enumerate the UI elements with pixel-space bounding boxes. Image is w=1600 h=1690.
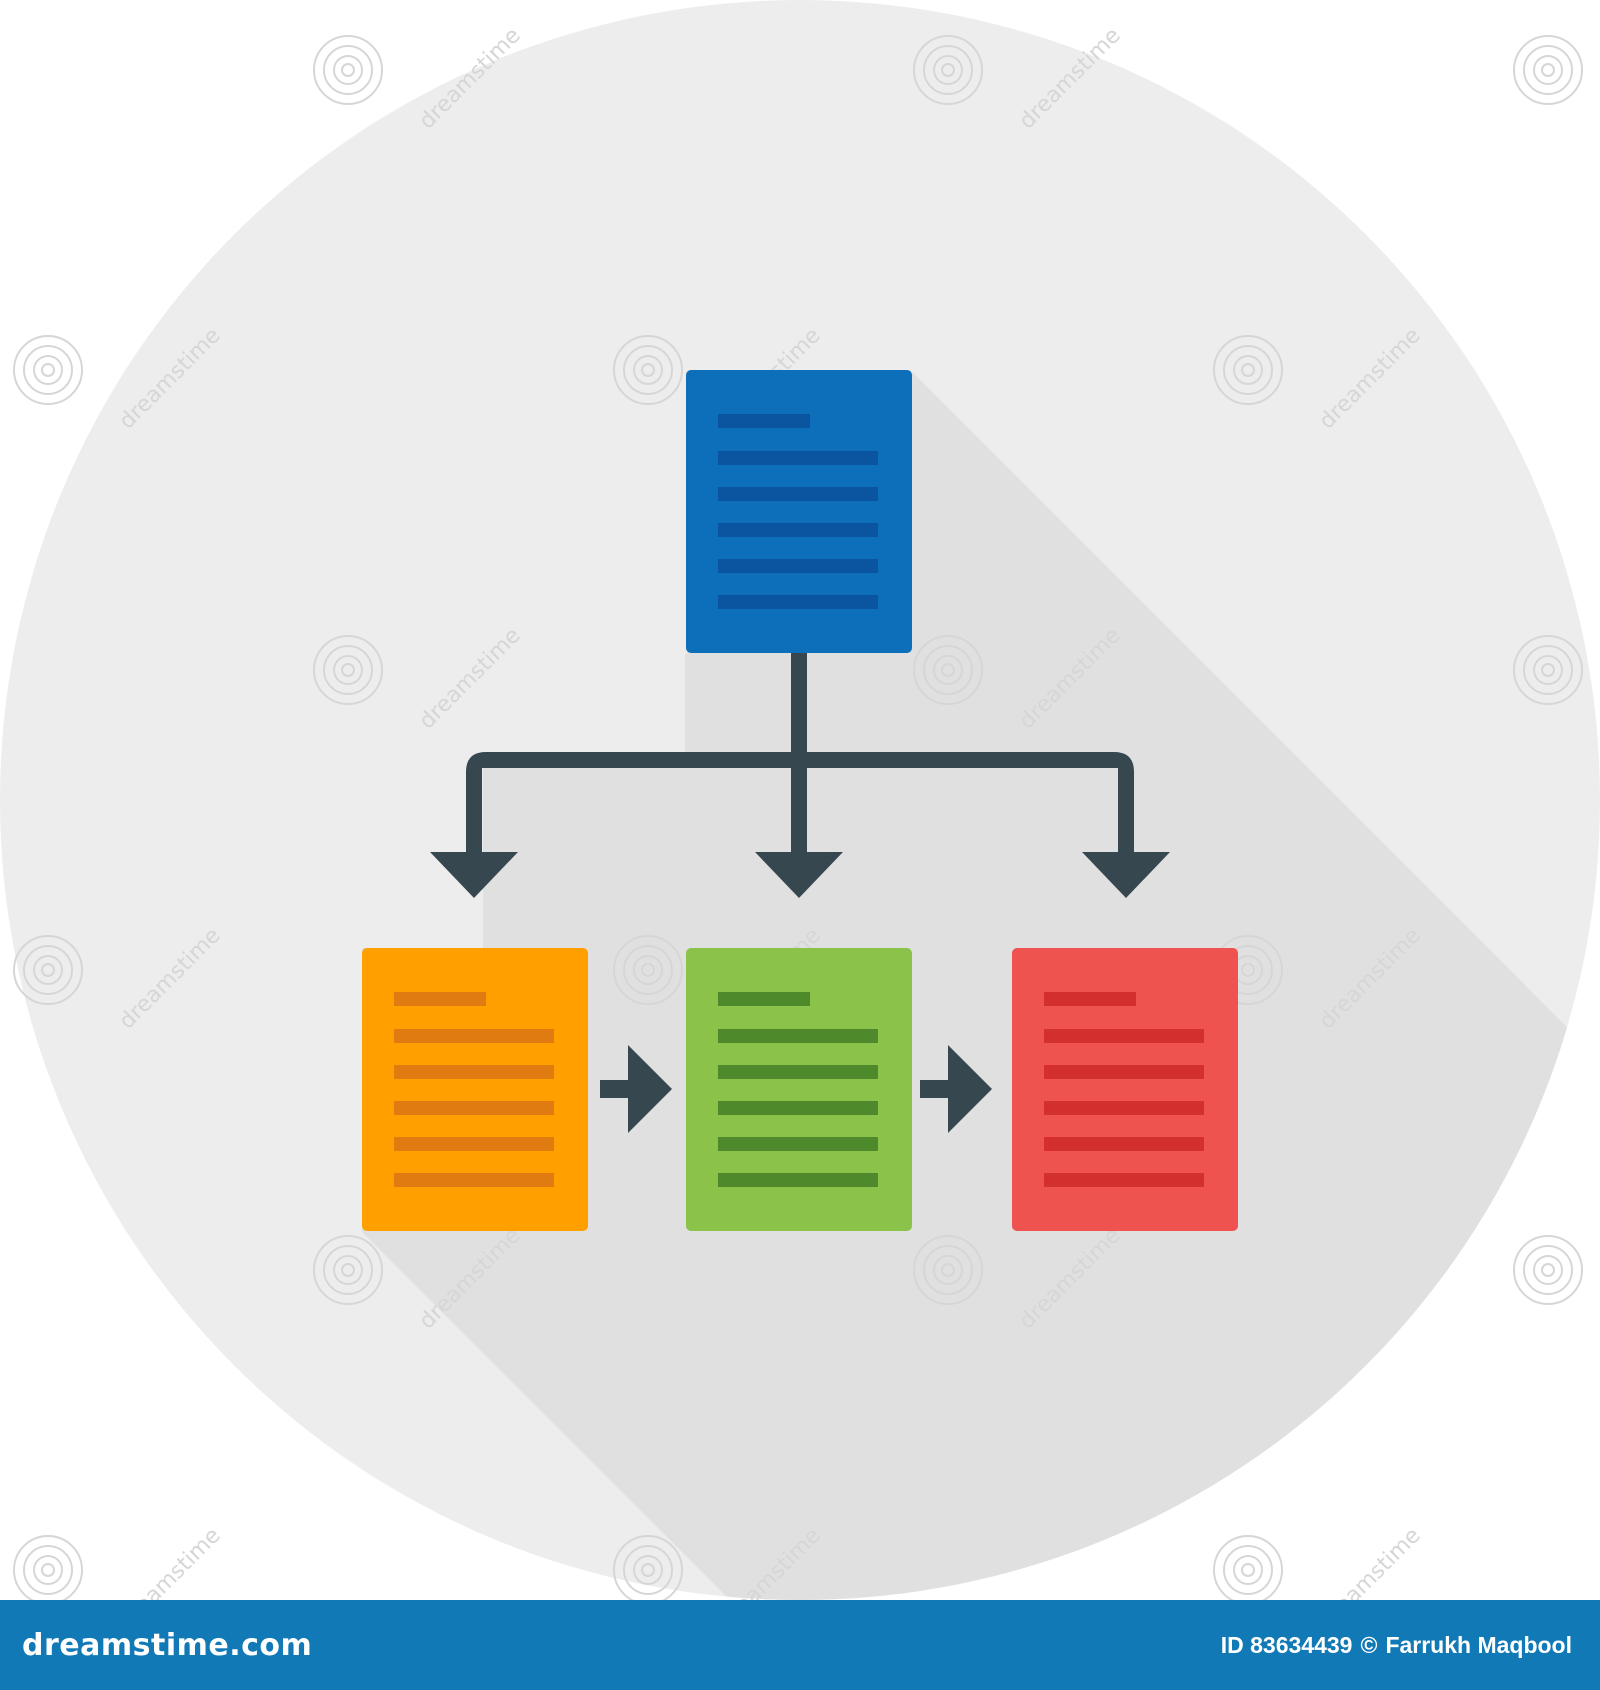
text-line [1044, 1029, 1204, 1043]
sequence-arrow-orange-to-green [600, 1045, 672, 1133]
green-document [686, 948, 912, 1231]
document-page [1012, 948, 1238, 1231]
middle-drop-line [791, 760, 807, 878]
red-document [1012, 948, 1238, 1231]
orange-document [362, 948, 588, 1231]
spiral-icon [13, 1535, 83, 1600]
text-line [718, 1029, 878, 1043]
image-credit: ID 83634439 © Farrukh Maqbool [1221, 1632, 1572, 1659]
text-line [1044, 1065, 1204, 1079]
spiral-icon [913, 35, 983, 105]
arrow-head-right [1082, 852, 1170, 898]
text-line [394, 1173, 554, 1187]
text-line [1044, 1173, 1204, 1187]
author-name: Farrukh Maqbool [1385, 1631, 1572, 1658]
spiral-icon [1513, 1235, 1583, 1305]
watermark-text: dreamstime [115, 1523, 226, 1600]
copyright-symbol: © [1360, 1631, 1378, 1658]
text-line [718, 1101, 878, 1115]
text-line [718, 523, 878, 537]
site-logo: dreamstime.com [22, 1627, 313, 1663]
spiral-icon [613, 935, 683, 1005]
text-line [718, 1065, 878, 1079]
spiral-icon [1513, 635, 1583, 705]
spiral-icon [13, 935, 83, 1005]
documents [362, 370, 1238, 1231]
long-shadow [362, 370, 1600, 1600]
text-line [1044, 1101, 1204, 1115]
text-line [718, 487, 878, 501]
spiral-icon [1213, 1535, 1283, 1600]
text-line [718, 414, 810, 428]
text-line [718, 451, 878, 465]
document-page [686, 948, 912, 1231]
text-line [718, 595, 878, 609]
document-page [362, 948, 588, 1231]
watermark-text: dreamstime [1315, 1523, 1426, 1600]
arrow-head-middle [755, 852, 843, 898]
text-line [718, 1137, 878, 1151]
spiral-icon [1513, 35, 1583, 105]
spiral-icon [13, 335, 83, 405]
text-line [394, 1101, 554, 1115]
text-line [394, 1137, 554, 1151]
text-line [718, 992, 810, 1006]
spiral-icon [913, 1235, 983, 1305]
text-line [394, 1065, 554, 1079]
spiral-icon [313, 35, 383, 105]
text-line [1044, 992, 1136, 1006]
root-document [686, 370, 912, 653]
connectors [430, 652, 1170, 1133]
document-page [686, 370, 912, 653]
text-line [718, 1173, 878, 1187]
text-line [394, 992, 486, 1006]
image-id: ID 83634439 [1220, 1631, 1353, 1658]
text-line [394, 1029, 554, 1043]
spiral-icon [613, 1535, 683, 1600]
trunk-line [791, 652, 807, 762]
branch-bar [466, 752, 1134, 878]
spiral-icon [313, 635, 383, 705]
footer-bar: dreamstime.com ID 83634439 © Farrukh Maq… [0, 1600, 1600, 1690]
spiral-icon [913, 635, 983, 705]
spiral-icon [1213, 335, 1283, 405]
text-line [718, 559, 878, 573]
text-line [1044, 1137, 1204, 1151]
arrow-head-left [430, 852, 518, 898]
spiral-icon [313, 1235, 383, 1305]
spiral-icon [613, 335, 683, 405]
sequence-arrow-green-to-red [920, 1045, 992, 1133]
